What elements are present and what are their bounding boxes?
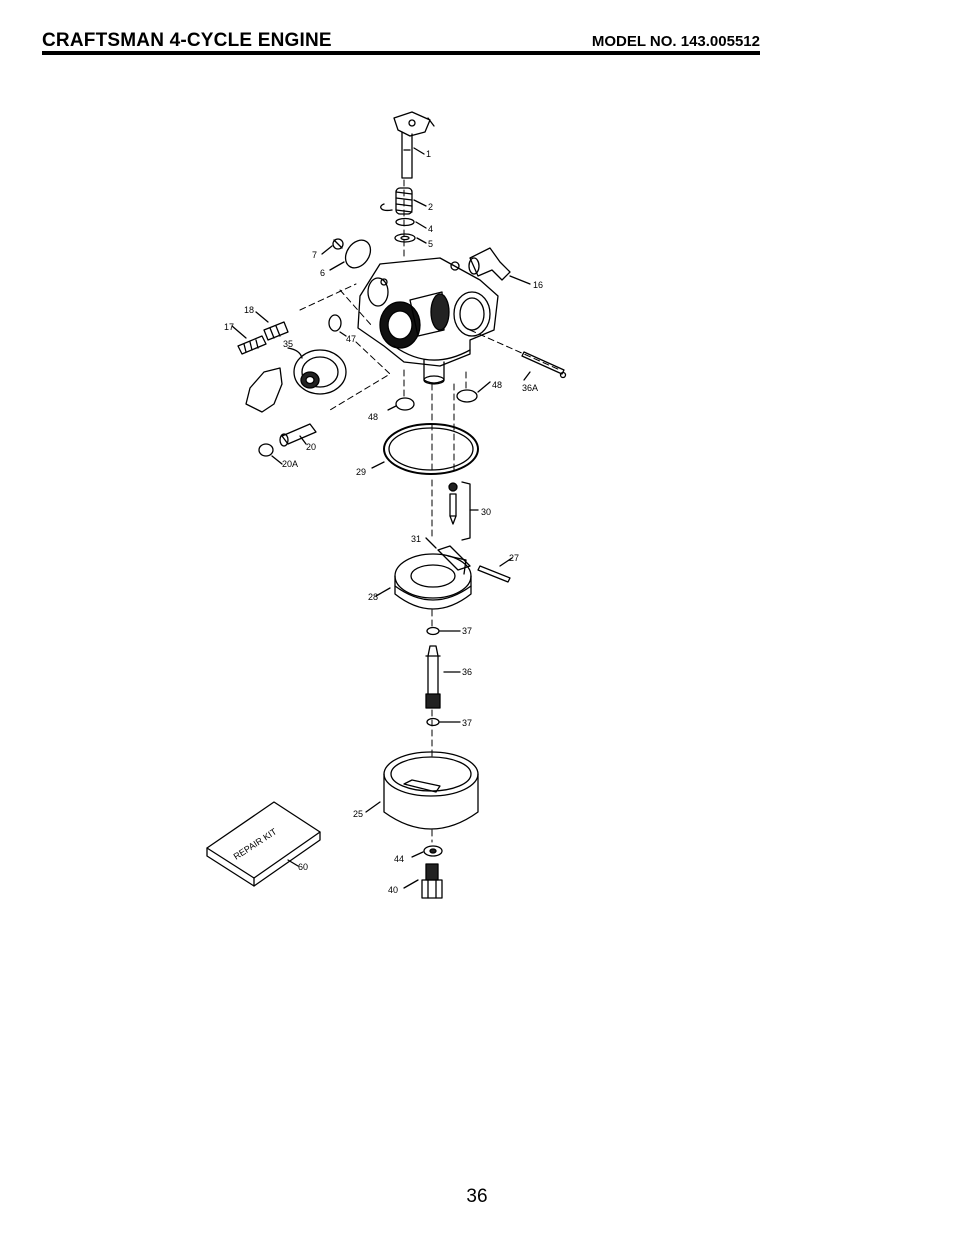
part-2-spring [380, 187, 427, 215]
assembly-guide-lines [299, 179, 561, 843]
part-label-44: 44 [394, 854, 404, 864]
part-label-20a: 20A [282, 459, 298, 469]
part-7-screw [321, 238, 344, 255]
header-title: CRAFTSMAN 4-CYCLE ENGINE [42, 30, 332, 51]
part-label-36: 36 [462, 667, 472, 677]
part-label-36a: 36A [522, 383, 538, 393]
part-18-idle-spring [263, 321, 289, 341]
part-5-seal [394, 233, 427, 244]
part-20-pin [279, 423, 317, 447]
part-36a-pin [521, 351, 567, 381]
part-30-inlet-needle [448, 481, 479, 541]
part-label-48-left: 48 [368, 412, 378, 422]
header-model-number: MODEL NO. 143.005512 [591, 33, 760, 50]
part-27-float-pin [477, 557, 513, 583]
part-36-main-jet [425, 645, 461, 709]
part-label-5: 5 [428, 239, 433, 249]
part-label-48-right: 48 [492, 380, 502, 390]
part-47-o-ring [328, 314, 347, 337]
part-label-31: 31 [411, 534, 421, 544]
part-48-plug-right [456, 381, 491, 403]
part-16-fuel-fitting [468, 247, 531, 285]
part-label-30: 30 [481, 507, 491, 517]
page-header: CRAFTSMAN 4-CYCLE ENGINE MODEL NO. 143.0… [42, 30, 760, 56]
part-label-18: 18 [244, 305, 254, 315]
part-37-o-ring-upper [426, 626, 461, 636]
part-label-28: 28 [368, 592, 378, 602]
part-label-17: 17 [224, 322, 234, 332]
part-label-40: 40 [388, 885, 398, 895]
part-35-choke-assembly [245, 347, 347, 413]
part-label-35: 35 [283, 339, 293, 349]
repair-kit-label: REPAIR KIT [232, 826, 279, 862]
part-37-o-ring-lower [426, 717, 461, 727]
part-48-plug-left [387, 397, 415, 411]
part-20a-cap [258, 443, 283, 465]
part-31-clip [425, 537, 471, 571]
part-60-repair-kit: REPAIR KIT [206, 801, 321, 887]
part-29-bowl-gasket [371, 423, 479, 475]
part-label-7: 7 [312, 250, 317, 260]
part-label-60: 60 [298, 862, 308, 872]
part-label-1: 1 [426, 149, 431, 159]
part-label-4: 4 [428, 224, 433, 234]
part-label-2: 2 [428, 202, 433, 212]
part-25-float-bowl [365, 751, 479, 830]
part-44-washer [411, 845, 443, 858]
part-label-29: 29 [356, 467, 366, 477]
page-number: 36 [466, 1186, 488, 1207]
part-label-47: 47 [346, 334, 356, 344]
leader-17 [231, 325, 247, 339]
header-rule [42, 51, 760, 55]
part-label-37-lower: 37 [462, 718, 472, 728]
carburetor-body [357, 257, 499, 385]
part-label-27: 27 [509, 553, 519, 563]
part-28-float [375, 553, 472, 610]
part-17-idle-screw [237, 335, 267, 355]
part-6-throttle-plate [329, 239, 372, 271]
part-label-16: 16 [533, 280, 543, 290]
part-4-washer [395, 217, 427, 229]
leader-18 [255, 311, 269, 323]
part-label-6: 6 [320, 268, 325, 278]
part-label-25: 25 [353, 809, 363, 819]
part-label-37-upper: 37 [462, 626, 472, 636]
part-label-20: 20 [306, 442, 316, 452]
part-1-throttle-lever [393, 111, 435, 179]
part-40-bowl-nut [403, 863, 443, 899]
